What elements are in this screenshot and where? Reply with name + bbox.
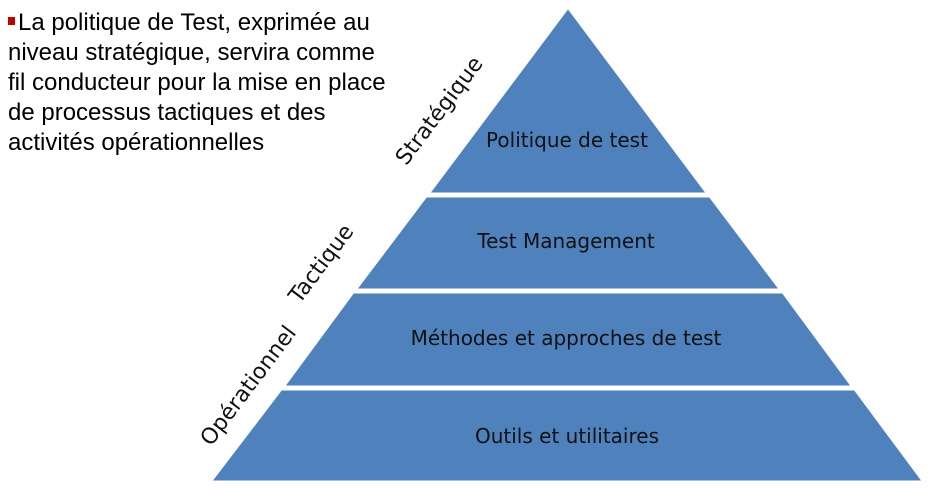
level-label-politique: Politique de test xyxy=(486,128,648,152)
level-label-outils: Outils et utilitaires xyxy=(475,424,659,448)
level-label-methodes: Méthodes et approches de test xyxy=(411,326,722,350)
pyramid-level-outils: Outils et utilitaires xyxy=(206,387,927,484)
side-label-tactique: Tactique xyxy=(284,220,360,309)
pyramid-level-4-shape xyxy=(206,387,927,484)
pyramid-level-1-shape xyxy=(425,4,711,196)
pyramid-level-management: Test Management xyxy=(351,194,785,292)
pyramid-level-methodes: Méthodes et approches de test xyxy=(280,290,856,389)
bullet-square-icon xyxy=(8,17,15,25)
pyramid-level-2-shape xyxy=(351,194,785,292)
bullet-text: La politique de Test, exprimée au niveau… xyxy=(8,9,386,156)
pyramid-level-politique: Politique de test xyxy=(425,4,711,196)
level-label-management: Test Management xyxy=(476,229,655,253)
bullet-paragraph: La politique de Test, exprimée au niveau… xyxy=(8,8,393,158)
pyramid-level-3-shape xyxy=(280,290,856,389)
